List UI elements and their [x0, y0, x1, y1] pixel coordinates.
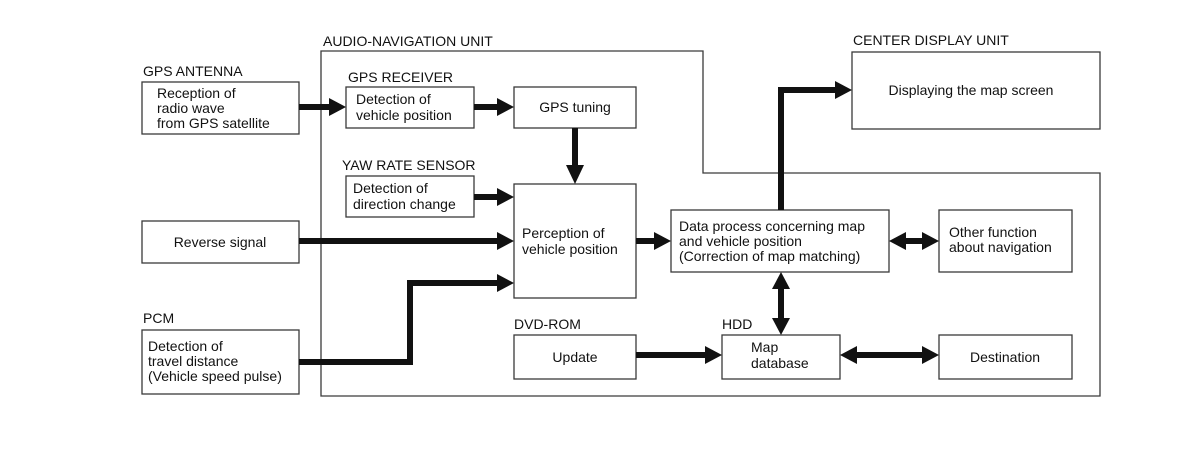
pcm-to-perception-arrowhead	[497, 274, 514, 292]
process-map-arrowhead-up	[772, 272, 790, 289]
gps-antenna-title: GPS ANTENNA	[143, 63, 243, 79]
gps-tuning-label: GPS tuning	[539, 99, 611, 115]
display-label: Displaying the map screen	[889, 82, 1054, 98]
destination-box	[938, 334, 1073, 380]
pcm-label: Detection of travel distance (Vehicle sp…	[148, 338, 282, 384]
map-database-label: Map database	[751, 339, 809, 371]
pcm-box	[141, 329, 300, 395]
reverse-signal-label: Reverse signal	[174, 234, 267, 250]
process-to-display-arrowhead	[835, 81, 852, 99]
yaw-rate-label: Detection of direction change	[353, 180, 456, 212]
display-box	[851, 51, 1101, 130]
update-to-map-arrowhead	[705, 346, 722, 364]
tuning-to-perception-arrowhead	[566, 165, 584, 184]
gps-receiver-label: Detection of vehicle position	[356, 91, 452, 123]
process-to-display-line	[778, 87, 836, 210]
antenna-to-receiver-arrowhead	[329, 98, 346, 116]
map-destination-arrowhead-right	[922, 346, 939, 364]
dvd-rom-title: DVD-ROM	[514, 316, 581, 332]
gps-antenna-label: Reception of radio wave from GPS satelli…	[157, 85, 270, 131]
yaw-to-perception-arrowhead	[497, 188, 514, 206]
yaw-rate-sensor-title: YAW RATE SENSOR	[342, 157, 476, 173]
update-label: Update	[552, 349, 597, 365]
update-box	[513, 334, 637, 380]
pcm-to-perception-line	[299, 280, 498, 365]
process-other-arrowhead-left	[889, 232, 906, 250]
map-destination-arrowhead-left	[840, 346, 857, 364]
gps-receiver-title: GPS RECEIVER	[348, 69, 453, 85]
center-display-unit-title: CENTER DISPLAY UNIT	[853, 32, 1009, 48]
map-database-box	[721, 334, 841, 380]
perception-label: Perception of vehicle position	[522, 225, 618, 257]
other-function-label: Other function about navigation	[949, 224, 1052, 255]
process-other-arrowhead-right	[922, 232, 939, 250]
destination-label: Destination	[970, 349, 1040, 365]
hdd-title: HDD	[722, 316, 752, 332]
reverse-to-perception-arrowhead	[497, 232, 514, 250]
gps-receiver-box	[345, 86, 475, 129]
process-map-arrowhead-down	[772, 318, 790, 335]
pcm-title: PCM	[143, 310, 174, 326]
data-process-label: Data process concerning map and vehicle …	[679, 218, 869, 264]
data-process-box	[670, 209, 890, 273]
receiver-to-tuning-arrowhead	[497, 98, 514, 116]
audio-navigation-unit-title: AUDIO-NAVIGATION UNIT	[323, 33, 493, 49]
audio-navigation-unit-frame	[320, 50, 1101, 397]
perception-box	[513, 183, 637, 299]
perception-to-process-arrowhead	[654, 232, 671, 250]
